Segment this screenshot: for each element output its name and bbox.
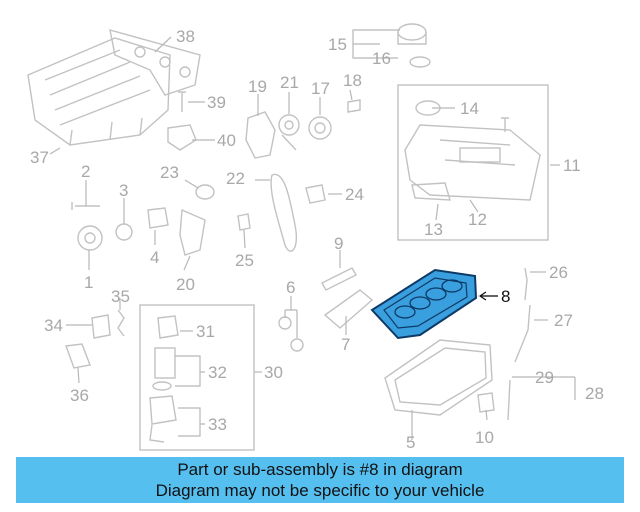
callout-26: 26 [549,263,568,282]
callout-1: 1 [84,273,93,292]
sprocket-part-3 [115,223,133,241]
timing-cover-part-19 [245,111,276,159]
callout-24: 24 [345,185,364,204]
guide-part-7 [323,289,374,329]
parts-diagram: 38 15 16 39 40 19 21 17 18 14 11 12 13 3… [27,23,604,452]
callout-2: 2 [81,162,90,181]
pump-part-4 [147,207,169,229]
gasket-part-13 [411,182,451,201]
callout-14: 14 [460,99,479,118]
callout-25: 25 [235,251,254,270]
callout-40: 40 [217,131,236,150]
bushing-part-25 [237,213,251,231]
filter-element-part-32 [152,347,176,391]
clip-part-35 [117,309,125,337]
callout-21: 21 [280,73,299,92]
intake-manifold-part [27,37,171,146]
drain-plug-part-10 [477,392,495,413]
dipstick-part-26 [524,267,528,301]
callout-39: 39 [207,93,226,112]
bolt-part-2 [71,202,100,210]
banner-line-2: Diagram may not be specific to your vehi… [155,481,485,500]
dipstick-tube-part-27 [514,304,531,363]
callout-17: 17 [311,79,330,98]
callout-38: 38 [176,27,195,46]
callout-28: 28 [585,384,604,403]
callout-3: 3 [119,181,128,200]
tensioner-arm-part-20 [179,208,206,256]
callout-36: 36 [70,386,89,405]
mount-part-34 [91,314,111,339]
callout-33: 33 [208,415,227,434]
callout-19: 19 [248,77,267,96]
callout-32: 32 [208,363,227,382]
callout-29: 29 [535,368,554,387]
callout-labels: 38 15 16 39 40 19 21 17 18 14 11 12 13 3… [30,27,604,452]
callout-11: 11 [563,156,581,175]
valve-cover-box [397,84,549,241]
oil-filter-box [139,304,255,451]
callout-35: 35 [111,287,130,306]
callout-7: 7 [341,335,350,354]
filter-cap-part-31 [157,315,179,339]
callout-34: 34 [44,316,63,335]
callout-27: 27 [554,311,573,330]
bracket-part-9 [321,267,357,291]
callout-20: 20 [176,275,195,294]
callout-15: 15 [328,35,347,54]
sensor-part-6 [278,316,304,352]
callout-16: 16 [372,49,391,68]
callout-4: 4 [150,248,159,267]
housing-part-33 [149,395,177,425]
callout-6: 6 [286,278,295,297]
callout-12: 12 [468,210,487,229]
idler-part-24 [305,184,326,204]
timing-belt-part-22 [270,173,297,252]
crank-pulley-part-1 [77,225,103,251]
hose-part-33 [149,424,165,443]
callout-8: 8 [501,287,510,306]
callout-30: 30 [264,363,283,382]
tube-part-28 [507,379,511,421]
callout-23: 23 [160,163,179,182]
info-banner: Part or sub-assembly is #8 in diagram Di… [16,457,624,503]
seal-ring-part-16 [409,56,431,68]
valve-cover-part-12 [404,124,541,201]
bracket-part-36 [65,343,91,369]
callout-8-arrow [479,291,498,301]
callout-5: 5 [406,433,415,452]
tensioner-part-21 [278,114,300,151]
callout-9: 9 [334,234,343,253]
manifold-gasket-part [109,29,201,96]
oil-pan-part-5 [384,339,493,416]
bolt-part-39 [178,91,186,112]
callout-18: 18 [343,71,362,90]
callout-13: 13 [424,220,443,239]
oil-pan-gasket-part-8 [370,268,478,340]
seal-part-23 [195,184,215,200]
banner-line-1: Part or sub-assembly is #8 in diagram [177,460,463,479]
sensor-part-40 [167,124,197,151]
sprocket-part-17 [308,116,332,140]
seal-part-18 [347,99,361,113]
oil-cap-part-15 [397,23,427,45]
callout-22: 22 [226,169,245,188]
callout-10: 10 [475,428,494,447]
callout-37: 37 [30,148,49,167]
callout-31: 31 [196,322,215,341]
bolt-part-valve [501,117,509,132]
